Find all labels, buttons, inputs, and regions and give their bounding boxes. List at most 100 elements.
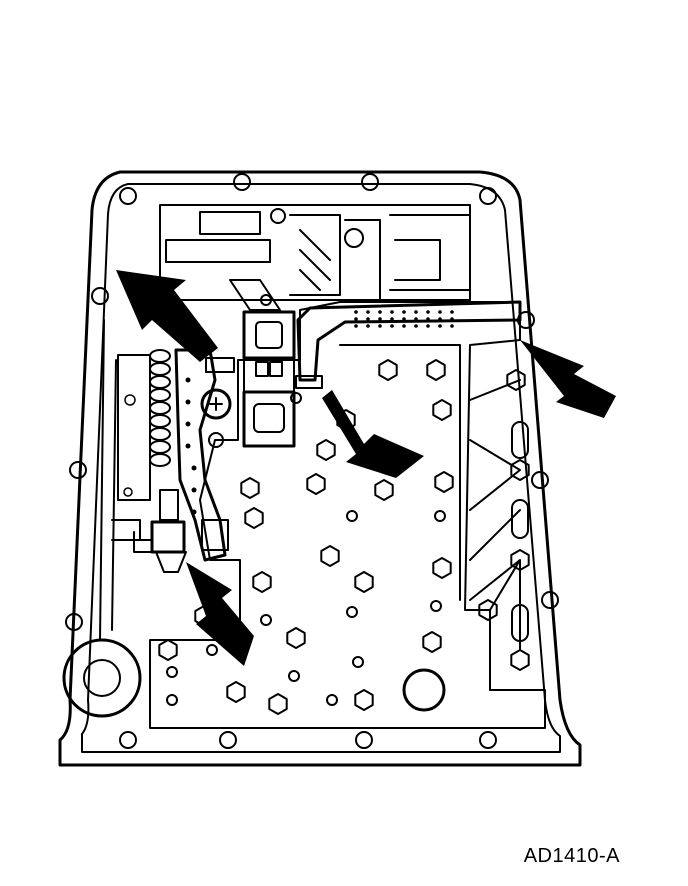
coil-winding xyxy=(149,453,171,467)
harness-pin xyxy=(450,324,454,328)
harness-pin xyxy=(438,310,442,314)
harness-dot xyxy=(191,509,197,515)
hex-bolt xyxy=(226,681,246,703)
coil-winding xyxy=(149,388,171,402)
harness-pin xyxy=(354,310,358,314)
left-harness-dots xyxy=(185,377,197,515)
round-holes xyxy=(166,510,446,706)
round-hole xyxy=(206,644,218,656)
upper-internal-structure xyxy=(159,204,471,311)
hex-bolt xyxy=(510,459,530,481)
hex-bolt xyxy=(374,479,394,501)
hex-bolt xyxy=(240,477,260,499)
harness-pin xyxy=(402,310,406,314)
hex-bolt xyxy=(286,627,306,649)
coil-winding xyxy=(149,362,171,376)
coil-winding xyxy=(149,349,171,363)
harness-pin xyxy=(390,324,394,328)
harness-pin xyxy=(414,317,418,321)
harness-pin xyxy=(426,317,430,321)
round-hole xyxy=(346,510,358,522)
left-rail xyxy=(99,319,141,641)
harness-strip xyxy=(296,300,522,382)
left-bracket xyxy=(117,354,151,501)
lower-left-boss xyxy=(62,638,142,718)
coil-winding xyxy=(149,375,171,389)
round-hole xyxy=(352,656,364,668)
right-slots xyxy=(511,421,529,642)
harness-pin xyxy=(366,310,370,314)
harness-pin xyxy=(414,324,418,328)
hex-bolt xyxy=(354,571,374,593)
separator-line xyxy=(339,344,461,601)
large-plate-hole xyxy=(402,668,446,712)
harness-pin xyxy=(390,317,394,321)
hex-bolt xyxy=(320,545,340,567)
center-connector xyxy=(200,357,323,448)
hex-bolt xyxy=(252,571,272,593)
harness-pin xyxy=(402,317,406,321)
harness-pin xyxy=(366,317,370,321)
hex-bolt xyxy=(434,471,454,493)
hex-bolt xyxy=(432,399,452,421)
harness-pin xyxy=(450,317,454,321)
hex-bolt xyxy=(422,631,442,653)
coil-stack xyxy=(149,349,171,467)
harness-dot xyxy=(185,399,191,405)
case-inner-outline xyxy=(81,183,561,753)
round-hole xyxy=(260,614,272,626)
case-outer-outline xyxy=(58,170,582,767)
harness-pin xyxy=(438,317,442,321)
round-hole xyxy=(166,666,178,678)
hex-bolt xyxy=(306,473,326,495)
harness-dot xyxy=(185,421,191,427)
left-harness xyxy=(174,348,227,562)
harness-dot xyxy=(185,377,191,383)
round-hole xyxy=(166,694,178,706)
harness-pin xyxy=(426,324,430,328)
hex-bolt xyxy=(510,649,530,671)
round-hole xyxy=(430,600,442,612)
harness-pin xyxy=(426,310,430,314)
harness-pin xyxy=(438,324,442,328)
hex-bolt xyxy=(378,359,398,381)
hex-bolt xyxy=(478,599,498,621)
coil-winding xyxy=(149,401,171,415)
round-hole xyxy=(346,606,358,618)
coil-winding xyxy=(149,414,171,428)
hex-bolt xyxy=(510,549,530,571)
harness-dot xyxy=(185,443,191,449)
harness-pin xyxy=(390,310,394,314)
round-hole xyxy=(288,670,300,682)
harness-pin xyxy=(450,310,454,314)
hex-bolt xyxy=(316,439,336,461)
harness-dot xyxy=(191,487,197,493)
hex-bolt xyxy=(354,689,374,711)
coil-winding xyxy=(149,427,171,441)
harness-pin xyxy=(414,310,418,314)
hex-bolt xyxy=(268,693,288,715)
harness-pin xyxy=(378,324,382,328)
lower-connector xyxy=(133,489,229,573)
harness-pin xyxy=(378,310,382,314)
coil-winding xyxy=(149,440,171,454)
hex-bolt xyxy=(506,369,526,391)
solenoid-assembly xyxy=(242,310,296,448)
round-hole xyxy=(434,510,446,522)
hex-bolt xyxy=(432,557,452,579)
arrow-lower xyxy=(186,562,254,666)
harness-pin xyxy=(378,317,382,321)
arrow-right xyxy=(520,340,616,418)
gasket-bolt-holes xyxy=(65,173,559,749)
harness-pin xyxy=(354,324,358,328)
hex-bolt xyxy=(158,639,178,661)
round-hole xyxy=(326,694,338,706)
harness-dot xyxy=(191,465,197,471)
figure-reference-id: AD1410-A xyxy=(523,845,620,867)
right-channels xyxy=(469,379,521,651)
harness-pins xyxy=(354,310,454,328)
harness-pin xyxy=(354,317,358,321)
arrow-center xyxy=(322,390,424,478)
hex-bolt xyxy=(244,507,264,529)
